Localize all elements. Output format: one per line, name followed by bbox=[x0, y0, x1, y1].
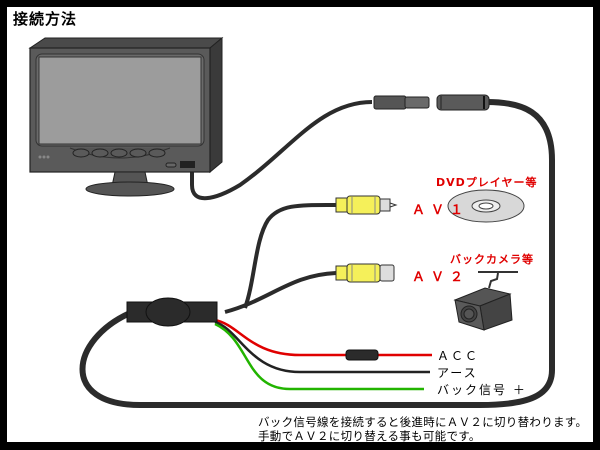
wire-reverse-signal bbox=[214, 322, 424, 391]
wire-acc bbox=[214, 318, 432, 357]
monitor-buttons bbox=[72, 148, 166, 158]
back-camera-icon bbox=[453, 271, 518, 331]
inline-connector bbox=[373, 94, 490, 111]
main-cable bbox=[79, 99, 555, 408]
dvd-disc-icon bbox=[447, 189, 525, 223]
wire-label-acc: ＡＣＣ bbox=[437, 349, 480, 363]
monitor bbox=[28, 36, 224, 197]
rca-plug-av1 bbox=[335, 195, 398, 215]
av2-cable bbox=[224, 271, 337, 314]
wire-ground bbox=[214, 320, 430, 374]
rca-plug-av2 bbox=[335, 263, 395, 283]
cable-splitter bbox=[126, 297, 218, 327]
fuse-holder bbox=[345, 349, 379, 361]
av1-cable bbox=[243, 202, 337, 309]
note-line-1: バック信号線を接続すると後進時にＡＶ２に切り替わります。 bbox=[258, 415, 588, 429]
monitor-cable bbox=[190, 100, 373, 201]
page-title: 接続方法 bbox=[13, 10, 78, 28]
av1-label: ＡＶ１ bbox=[412, 203, 470, 218]
note-line-2: 手動でＡＶ２に切り替える事も可能です。 bbox=[258, 429, 481, 443]
wire-label-ground: アース bbox=[437, 366, 478, 380]
back-camera-label: バックカメラ等 bbox=[450, 253, 534, 266]
av2-label: ＡＶ２ bbox=[412, 270, 470, 285]
dvd-player-label: DVDプレイヤー等 bbox=[436, 176, 538, 189]
wire-label-reverse-signal: バック信号 ＋ bbox=[437, 383, 527, 397]
